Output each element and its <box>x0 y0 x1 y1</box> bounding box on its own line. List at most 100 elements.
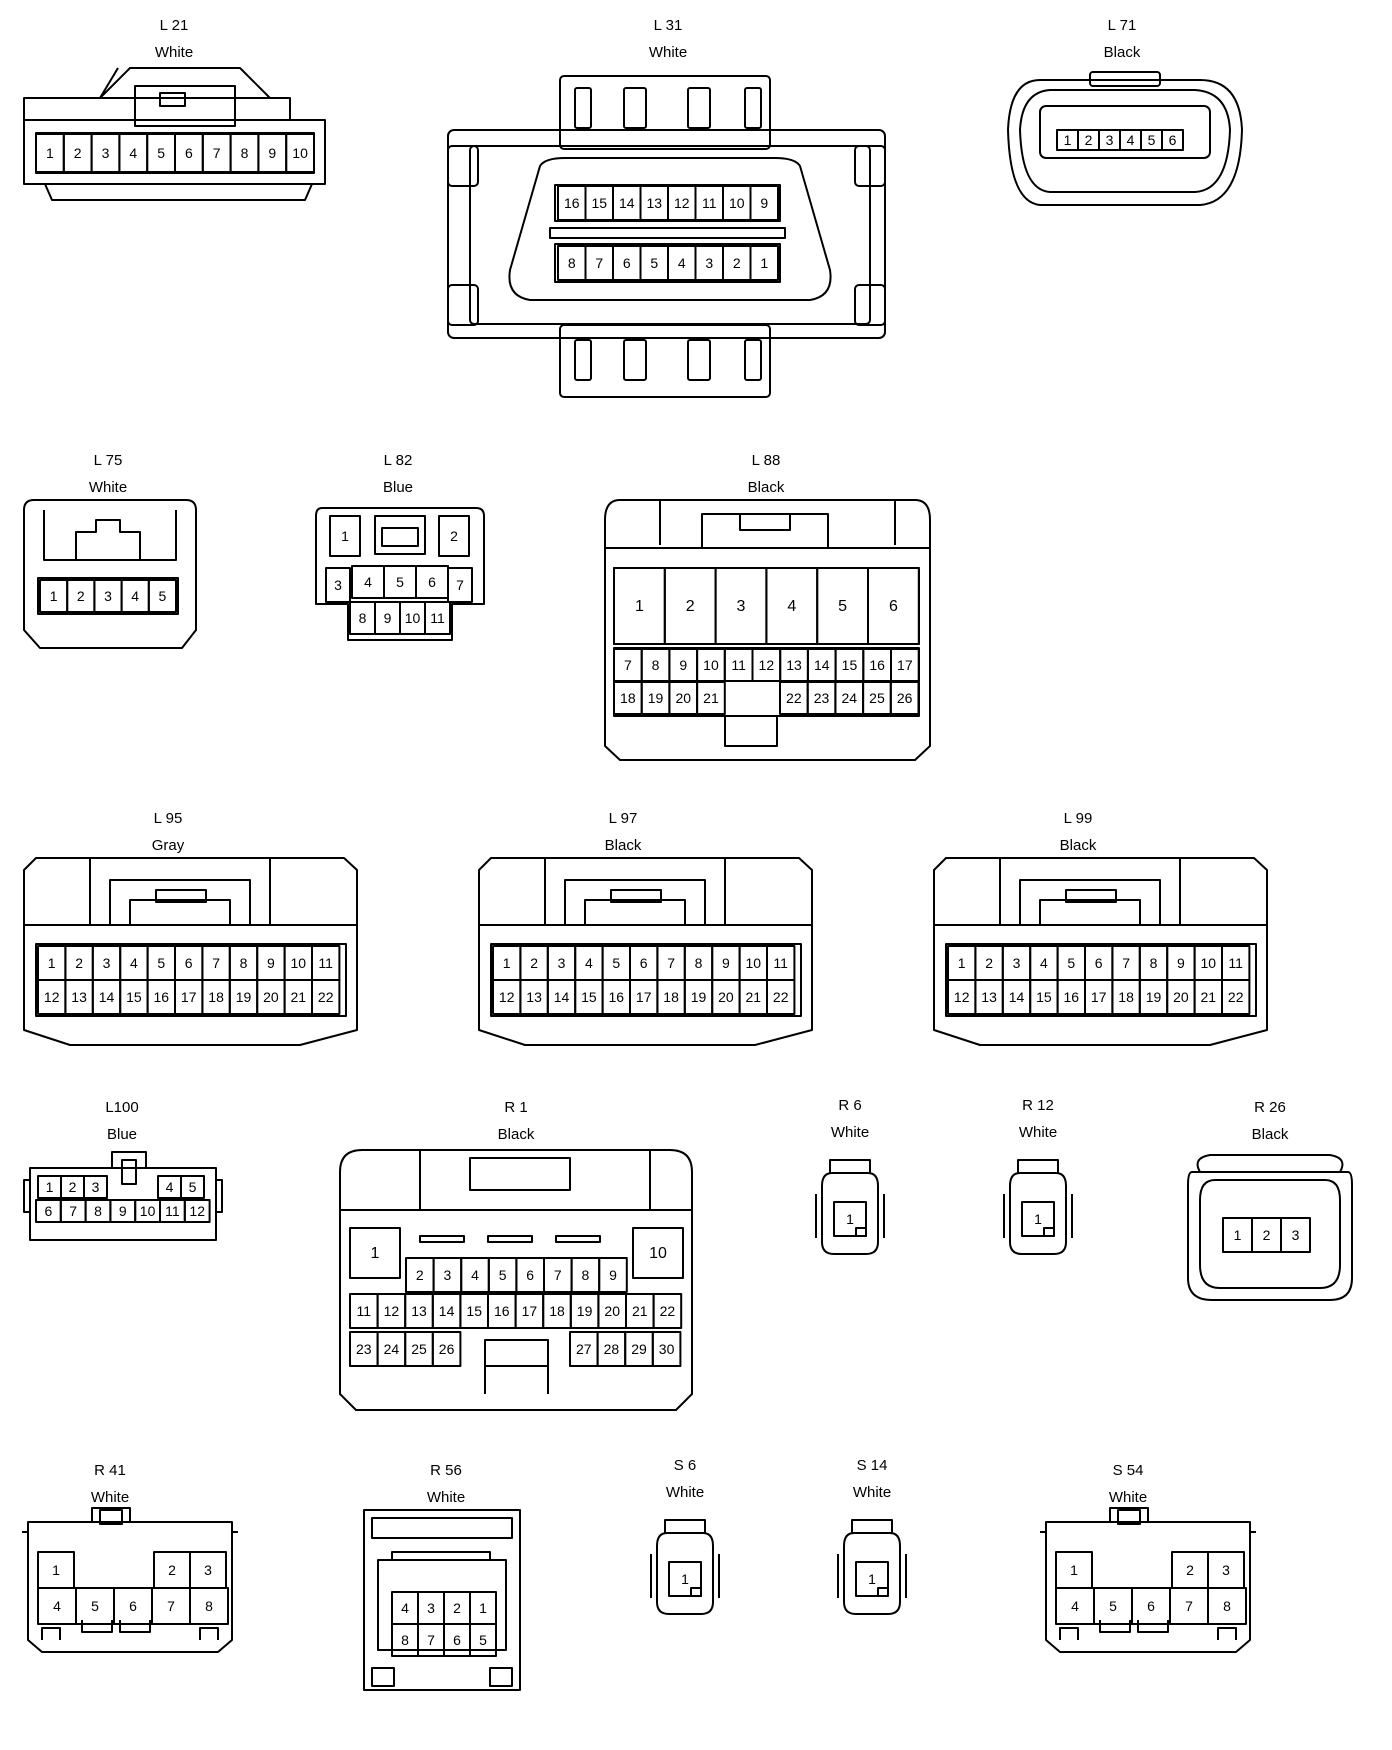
connector-code: L 21 <box>160 17 189 34</box>
pin-label: 5 <box>1067 955 1075 971</box>
pin-label: 10 <box>1201 955 1217 971</box>
connector-color: Black <box>1104 44 1141 61</box>
pin-label: 1 <box>958 955 966 971</box>
pin-label: 8 <box>94 1203 102 1219</box>
pin-label: 6 <box>45 1203 53 1219</box>
connector-code: L 97 <box>609 810 638 827</box>
pin-label: 2 <box>75 955 83 971</box>
pin-label: 4 <box>787 598 796 615</box>
connector-code: L 99 <box>1064 810 1093 827</box>
pin-label: 19 <box>648 690 664 706</box>
pin-label: 22 <box>660 1303 676 1319</box>
pin-label: 7 <box>554 1267 562 1283</box>
pin-label: 1 <box>681 1571 689 1587</box>
pin-label: 1 <box>1234 1227 1242 1243</box>
pin-label: 11 <box>357 1303 372 1319</box>
connector-color: Black <box>1252 1126 1289 1143</box>
pin-label: 5 <box>91 1598 99 1614</box>
pin-label: 4 <box>166 1179 174 1195</box>
pin-label: 1 <box>635 598 644 615</box>
pin-label: 7 <box>667 955 675 971</box>
pin-label: 14 <box>99 989 115 1005</box>
pin-label: 8 <box>695 955 703 971</box>
pin-label: 1 <box>846 1211 854 1227</box>
pin-label: 1 <box>341 528 349 544</box>
pin-label: 1 <box>760 255 768 271</box>
pin-label: 24 <box>384 1341 400 1357</box>
pin-label: 14 <box>619 195 635 211</box>
pin-label: 26 <box>439 1341 455 1357</box>
pin-label: 17 <box>522 1303 538 1319</box>
pin-label: 11 <box>773 955 788 971</box>
pin-label: 1 <box>52 1562 60 1578</box>
connector-code: L 75 <box>94 452 123 469</box>
pin-label: 1 <box>1034 1211 1042 1227</box>
pin-label: 22 <box>773 989 789 1005</box>
pin-label: 4 <box>401 1600 409 1616</box>
connector-code: S 54 <box>1113 1462 1144 1479</box>
pin-label: 3 <box>92 1179 100 1195</box>
pin-label: 3 <box>558 955 566 971</box>
pin-label: 23 <box>356 1341 372 1357</box>
pin-label: 2 <box>450 528 458 544</box>
pin-label: 28 <box>604 1341 620 1357</box>
pin-label: 12 <box>674 195 690 211</box>
connector-code: R 12 <box>1022 1097 1054 1114</box>
pin-label: 19 <box>1146 989 1162 1005</box>
connector-color: White <box>649 44 687 61</box>
pin-label: 24 <box>841 690 857 706</box>
pin-label: 5 <box>1109 1598 1117 1614</box>
connector-color: White <box>427 1489 465 1506</box>
pin-label: 11 <box>702 195 717 211</box>
connector-color: White <box>831 1124 869 1141</box>
pin-label: 17 <box>897 657 913 673</box>
pin-label: 16 <box>494 1303 510 1319</box>
connector-code: S 6 <box>674 1457 697 1474</box>
pin-label: 13 <box>981 989 997 1005</box>
pin-label: 13 <box>786 657 802 673</box>
pin-label: 5 <box>838 598 847 615</box>
pin-label: 5 <box>396 574 404 590</box>
pin-label: 18 <box>663 989 679 1005</box>
pin-label: 9 <box>679 657 687 673</box>
pin-label: 16 <box>609 989 625 1005</box>
pin-label: 13 <box>526 989 542 1005</box>
pin-label: 4 <box>471 1267 479 1283</box>
pin-label: 20 <box>263 989 279 1005</box>
pin-label: 15 <box>581 989 597 1005</box>
pin-label: 23 <box>814 690 830 706</box>
pin-label: 16 <box>564 195 580 211</box>
pin-label: 8 <box>240 955 248 971</box>
connector-code: L100 <box>105 1099 138 1116</box>
pin-label: 4 <box>131 588 139 604</box>
pin-label: 12 <box>384 1303 400 1319</box>
pin-label: 3 <box>427 1600 435 1616</box>
pin-label: 1 <box>46 145 54 161</box>
pin-label: 15 <box>1036 989 1052 1005</box>
pin-label: 4 <box>1071 1598 1079 1614</box>
pin-label: 12 <box>499 989 515 1005</box>
pin-label: 11 <box>430 610 445 626</box>
pin-label: 11 <box>165 1203 180 1219</box>
pin-label: 8 <box>241 145 249 161</box>
pin-label: 20 <box>1173 989 1189 1005</box>
pin-label: 3 <box>103 955 111 971</box>
pin-label: 15 <box>466 1303 482 1319</box>
pin-label: 19 <box>577 1303 593 1319</box>
pin-label: 22 <box>318 989 334 1005</box>
pin-label: 12 <box>954 989 970 1005</box>
pin-label: 16 <box>869 657 885 673</box>
pin-label: 3 <box>104 588 112 604</box>
pin-label: 4 <box>130 955 138 971</box>
pin-label: 7 <box>595 255 603 271</box>
pin-label: 1 <box>503 955 511 971</box>
pin-label: 25 <box>869 690 885 706</box>
pin-label: 5 <box>650 255 658 271</box>
pin-label: 8 <box>568 255 576 271</box>
pin-label: 9 <box>609 1267 617 1283</box>
pin-label: 7 <box>624 657 632 673</box>
pin-label: 19 <box>691 989 707 1005</box>
